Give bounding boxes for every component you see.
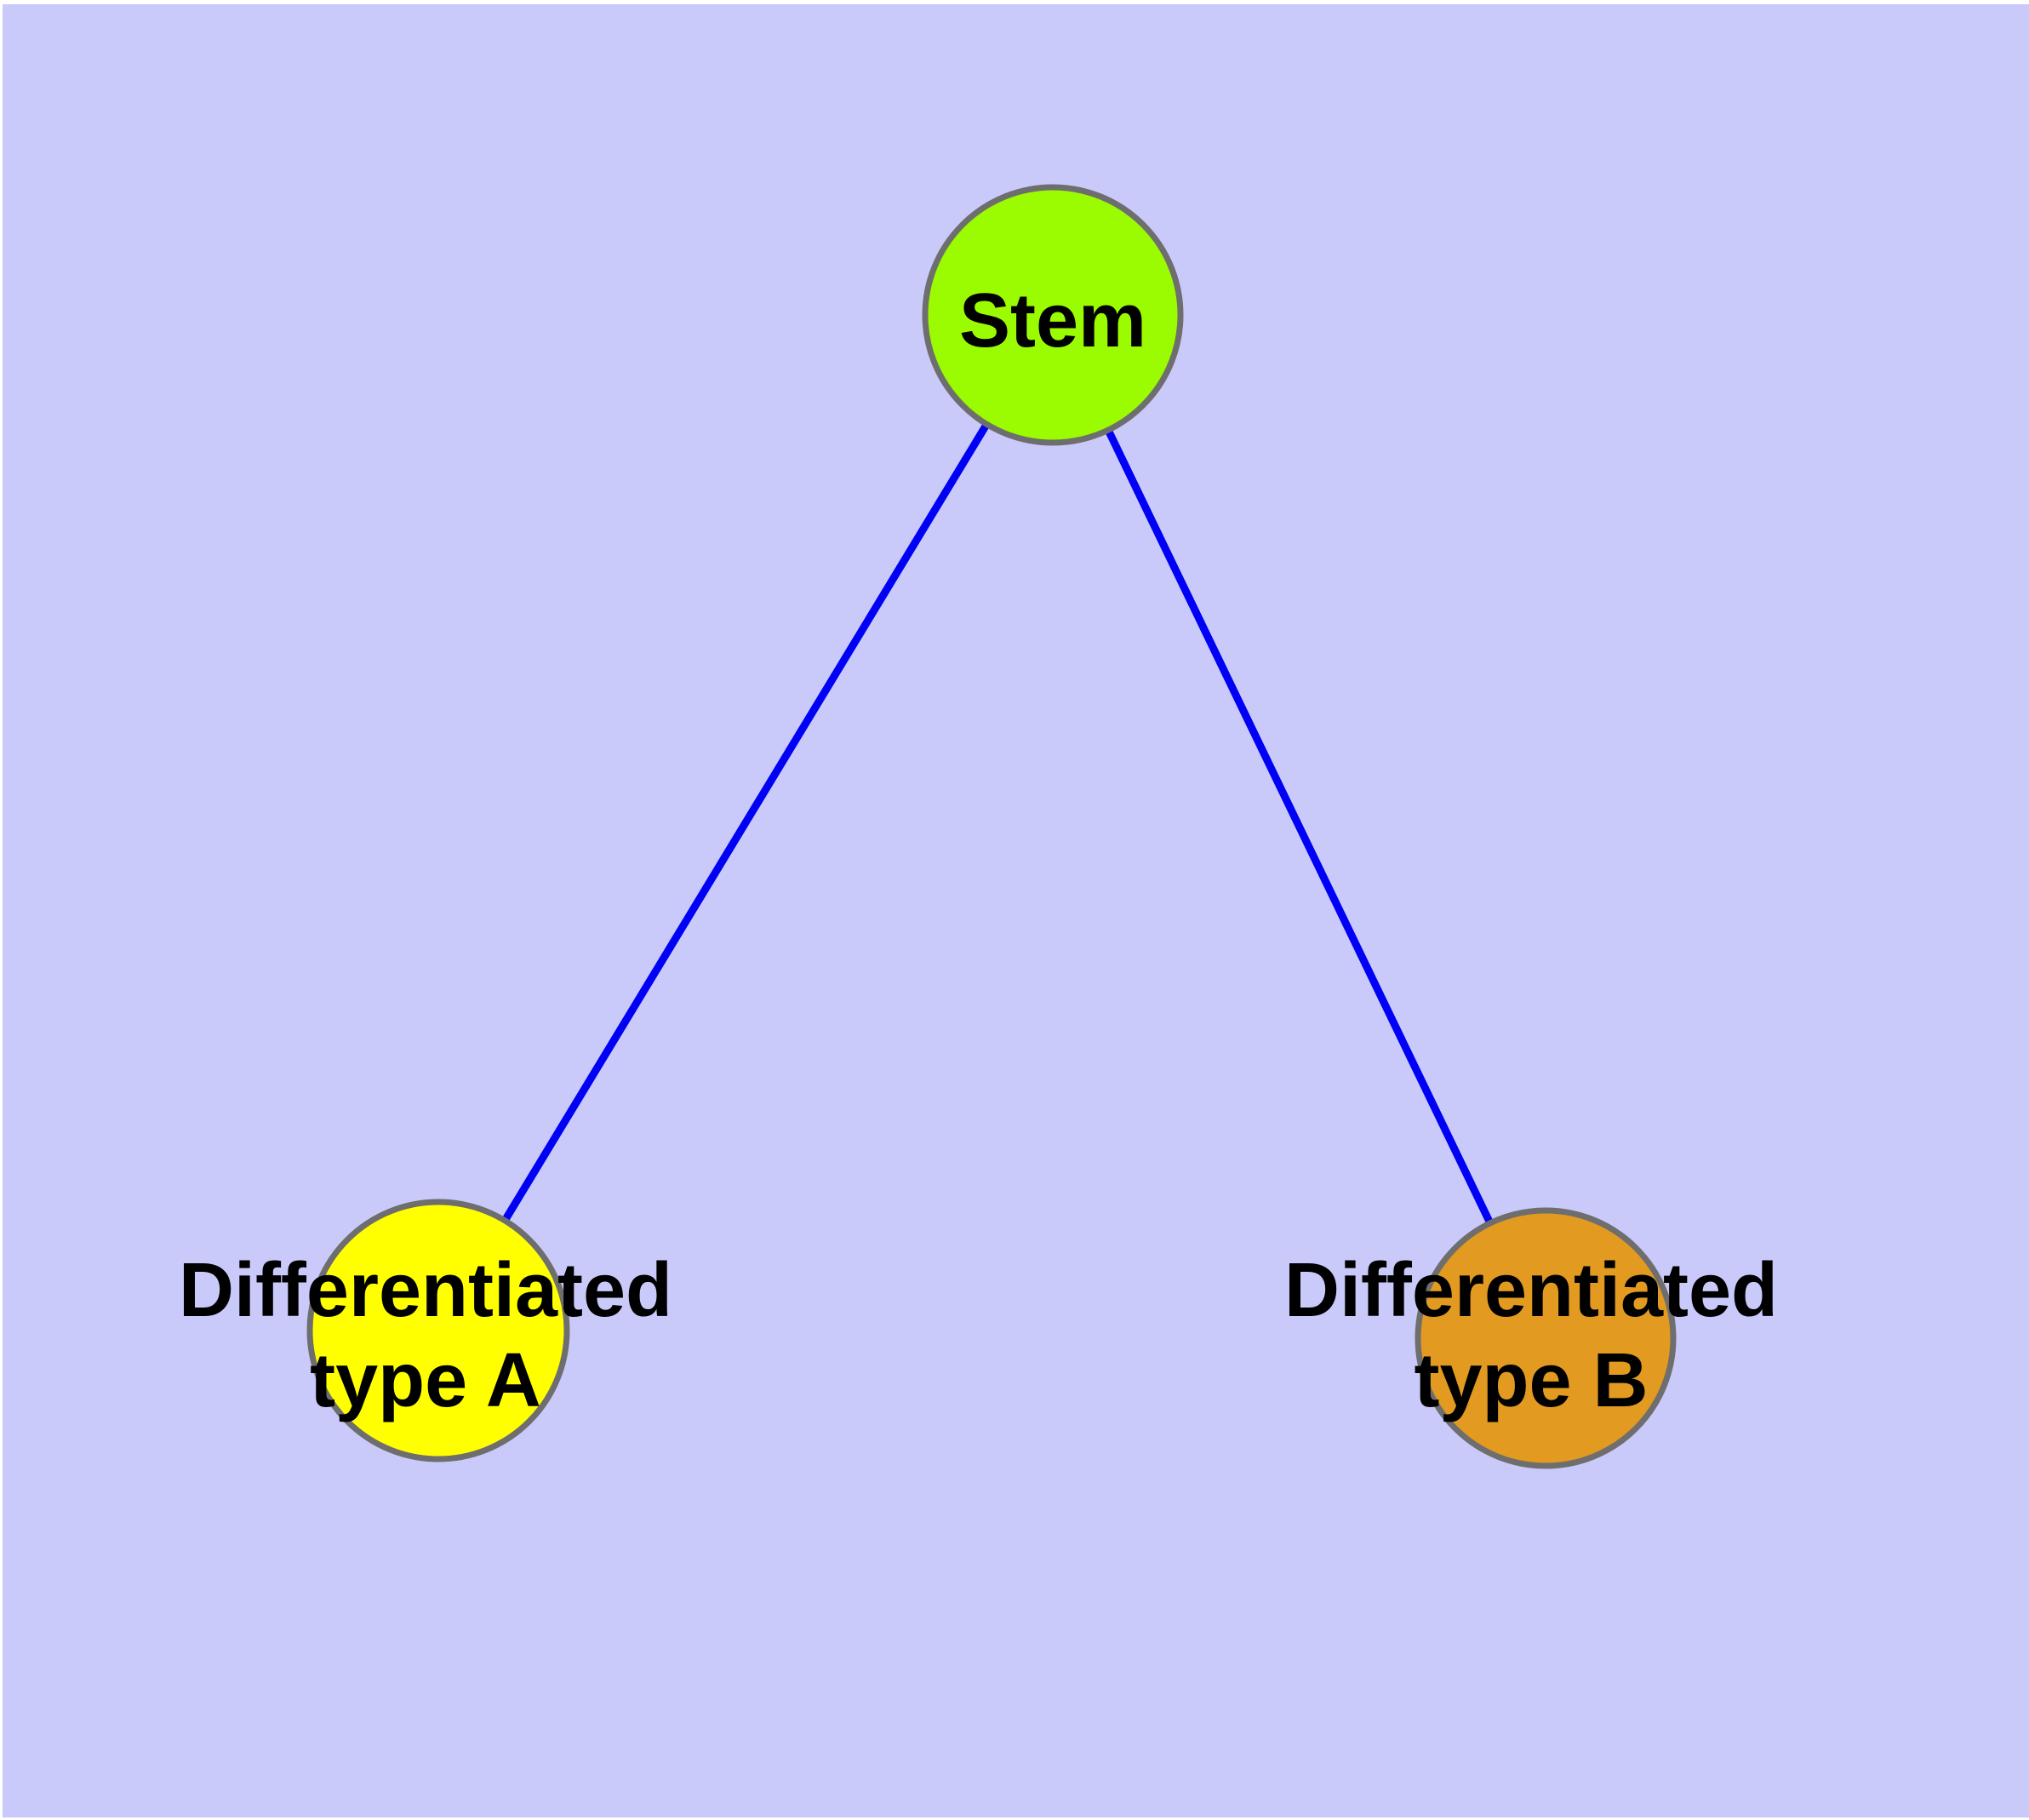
node-diff-a-circle bbox=[306, 1199, 570, 1462]
edge-stem-diff-b bbox=[1049, 313, 1550, 1340]
node-stem-circle bbox=[922, 184, 1184, 446]
node-stem: Stem bbox=[922, 184, 1184, 446]
node-diff-b-label-line: Differentiated bbox=[1284, 1248, 1778, 1333]
node-diff-a-label-line: type A bbox=[310, 1338, 541, 1423]
node-stem-label-line: Stem bbox=[959, 278, 1146, 363]
node-stem-label: Stem bbox=[959, 278, 1146, 363]
edge-stem-diff-a bbox=[435, 312, 1056, 1333]
node-diff-b-label-line: type B bbox=[1414, 1338, 1648, 1423]
node-diff-b-circle bbox=[1415, 1207, 1677, 1469]
node-diff-a-label-line: Differentiated bbox=[179, 1248, 672, 1333]
